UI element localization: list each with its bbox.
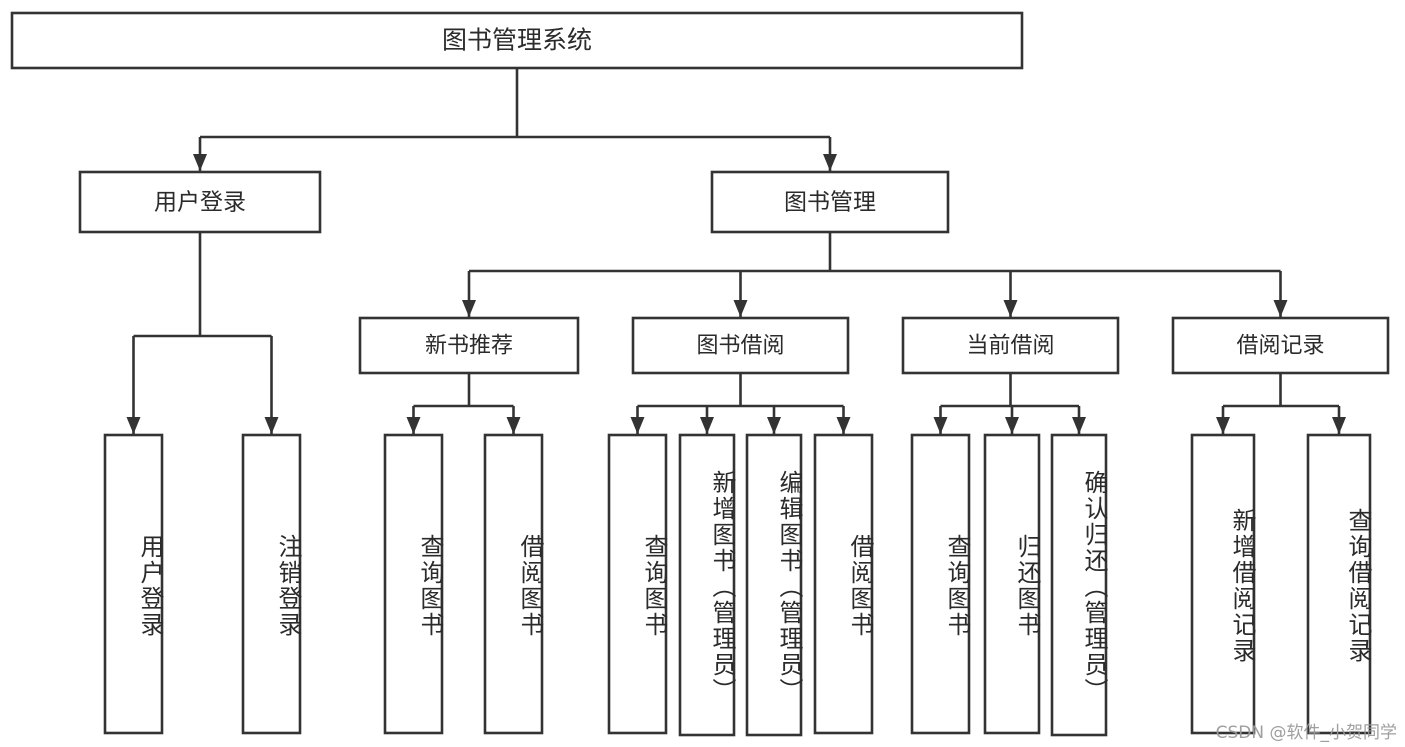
arrowhead-leaf-1-0 [406, 417, 421, 434]
node-leaf-10[interactable] [1050, 433, 1108, 737]
arrowhead-leaf-4-0 [1216, 417, 1230, 434]
node-leaf-0[interactable] [103, 433, 164, 735]
connectors-layer [126, 68, 1346, 434]
node-level1-0[interactable] [78, 170, 322, 234]
node-level2-label-1: 图书借阅 [696, 334, 784, 359]
node-level2-1[interactable] [631, 316, 850, 375]
arrowhead-leaf-2-2 [767, 417, 781, 434]
node-level2-0[interactable] [358, 316, 580, 375]
arrowhead-leaf-4-1 [1332, 417, 1346, 434]
node-level2-2[interactable] [901, 316, 1120, 375]
node-leaf-11[interactable] [1190, 433, 1256, 735]
node-leaf-1[interactable] [241, 433, 302, 735]
node-leaf-5[interactable] [678, 433, 736, 737]
arrowhead-leaf-2-0 [630, 417, 645, 434]
arrowhead-leaf-3-1 [1005, 417, 1019, 434]
arrowhead-leaf-2-3 [836, 417, 851, 434]
arrowhead-leaf-0-1 [264, 417, 279, 434]
watermark-text: CSDN @软件_小贺同学 [1215, 723, 1397, 743]
node-root-label: 图书管理系统 [442, 26, 592, 55]
arrowhead-leaf-0-0 [126, 417, 141, 434]
arrowhead-leaf-3-0 [933, 417, 948, 434]
node-level2-label-2: 当前借阅 [966, 334, 1054, 359]
arrowhead-level2-3 [1273, 300, 1288, 317]
boxes-layer [10, 11, 1390, 737]
node-leaf-3[interactable] [483, 433, 544, 735]
node-leaf-8[interactable] [910, 433, 971, 735]
node-level1-label-1: 图书管理 [784, 190, 876, 216]
arrowhead-leaf-2-1 [700, 417, 714, 434]
node-leaf-2[interactable] [383, 433, 444, 735]
node-level2-3[interactable] [1171, 316, 1390, 375]
node-root[interactable] [10, 11, 1024, 70]
node-leaf-12[interactable] [1306, 433, 1372, 735]
arrowhead-leaf-1-1 [506, 417, 521, 434]
arrowhead-leaf-3-2 [1072, 417, 1086, 434]
node-leaf-4[interactable] [607, 433, 668, 735]
node-level1-label-0: 用户登录 [154, 190, 246, 216]
arrowhead-level1-1 [823, 154, 837, 171]
node-leaf-9[interactable] [983, 433, 1041, 735]
node-level1-1[interactable] [710, 170, 950, 234]
arrowhead-level2-0 [462, 300, 476, 317]
arrowhead-level1-0 [193, 154, 207, 171]
node-level2-label-0: 新书推荐 [425, 334, 513, 359]
node-level2-label-3: 借阅记录 [1236, 334, 1324, 359]
arrowhead-level2-1 [733, 300, 748, 317]
arrowhead-level2-2 [1003, 300, 1018, 317]
node-leaf-7[interactable] [813, 433, 874, 735]
node-leaf-6[interactable] [745, 433, 803, 737]
